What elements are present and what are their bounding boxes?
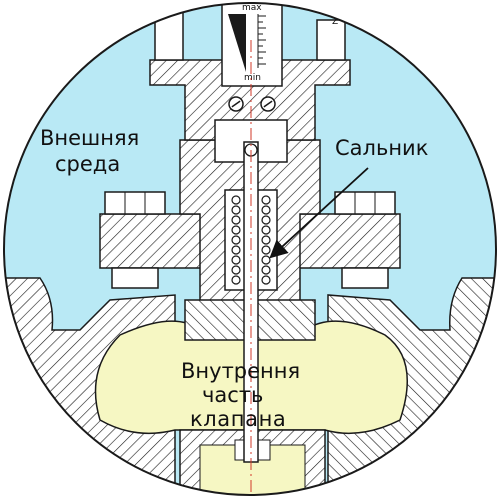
inner-label-line1: Внутрення [181, 359, 300, 383]
view-circle-border [3, 2, 497, 496]
inner-label-line3: клапана [190, 407, 286, 431]
packing-rings [231, 195, 271, 285]
outer-medium-label-line1: Внешняя [40, 126, 139, 150]
yoke [149, 59, 351, 141]
flange-bolt-right [334, 191, 396, 289]
outer-medium-label-line2: среда [55, 152, 120, 176]
gauge-max-label: max [242, 3, 262, 13]
gland-label: Сальник [335, 136, 428, 160]
gland-pointer-arrow [269, 167, 369, 259]
position-gauge: max min [221, 3, 283, 87]
gauge-min-label: min [244, 73, 261, 83]
gauge-side-mark: Z [332, 17, 338, 27]
inner-label-line2: часть [202, 383, 263, 407]
flange-bolt-left [104, 191, 166, 289]
